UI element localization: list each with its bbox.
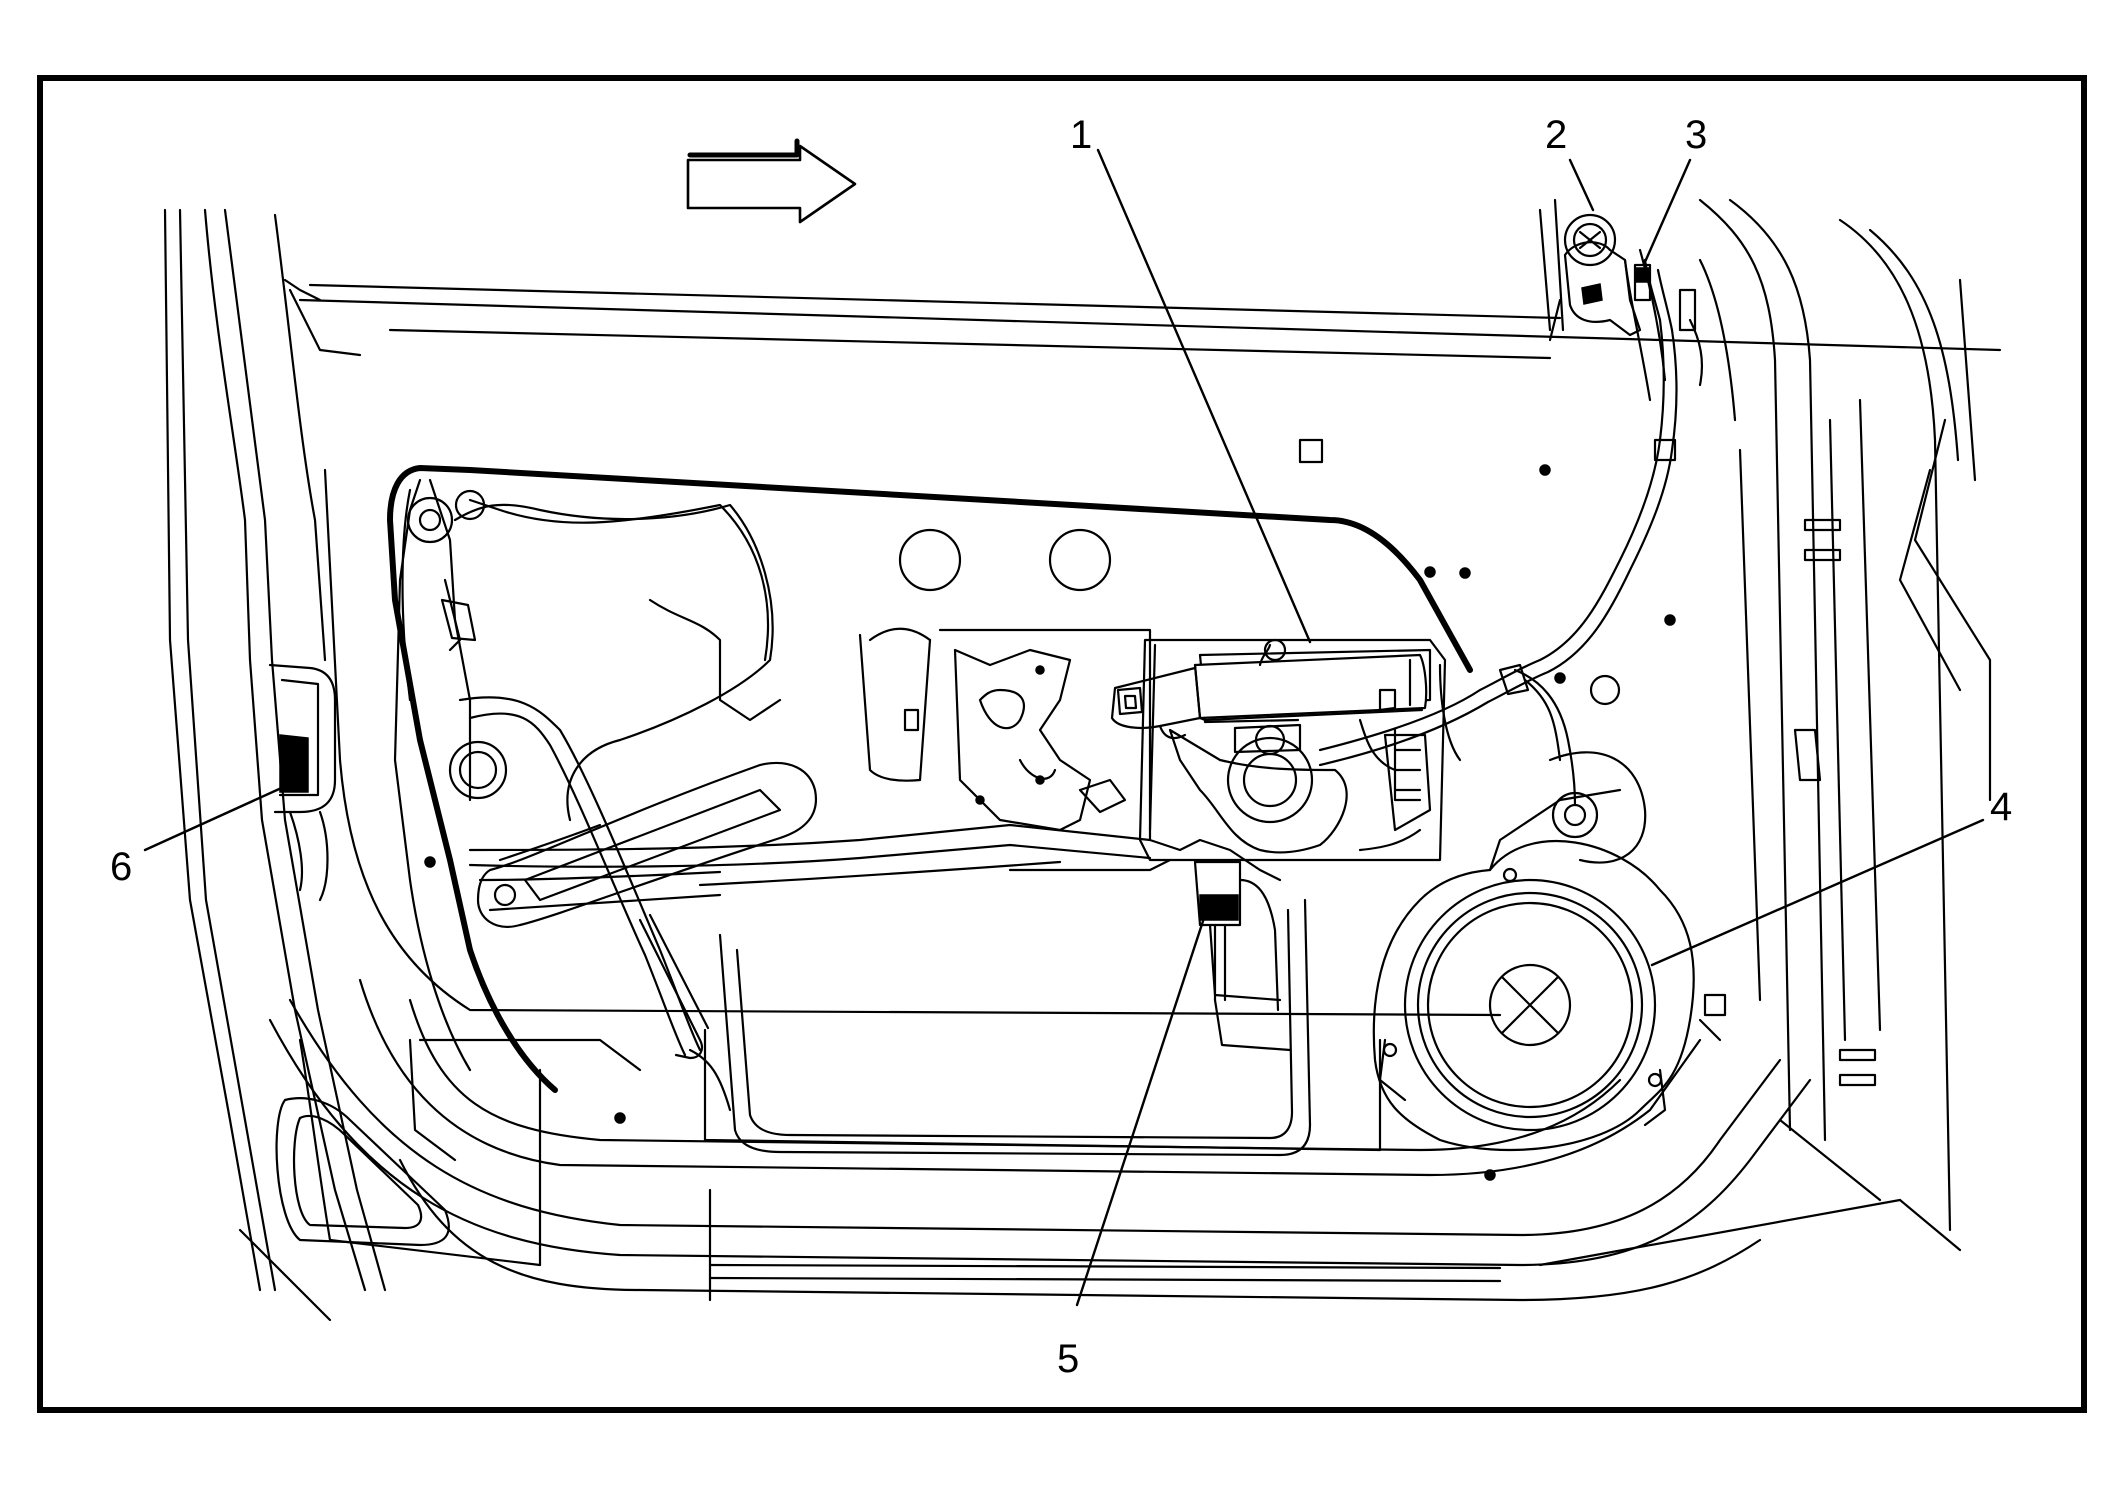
arrow-right-outline-icon (686, 138, 857, 224)
callout-leaders (143, 148, 1985, 1307)
harness-connector-lower (1193, 860, 1280, 1012)
door-wiring-harness (1318, 248, 1678, 807)
callout-1: 1 (1070, 113, 1092, 157)
leader-5 (1075, 913, 1207, 1307)
diagram-frame (37, 75, 2087, 1413)
callout-labels: 1 2 3 4 5 6 (110, 113, 2012, 1381)
speaker-harness-grommet (1298, 438, 1877, 1181)
callout-5: 5 (1057, 1337, 1079, 1381)
callout-2: 2 (1545, 113, 1567, 157)
module-carrier-plate (387, 465, 1473, 1093)
callout-6: 6 (110, 845, 132, 889)
window-regulator-track (458, 598, 818, 1112)
harness-grommet-area (1548, 213, 1737, 422)
leader-2 (1568, 158, 1595, 212)
leader-1 (1096, 148, 1312, 644)
door-speaker (1372, 788, 1695, 1152)
callout-4: 4 (1990, 785, 2012, 829)
leader-6 (143, 783, 290, 852)
door-outer-shell (163, 198, 2002, 1322)
leader-4 (1650, 818, 1985, 967)
window-regulator-motor (1110, 638, 1462, 862)
leader-3 (1643, 158, 1692, 264)
regulator-mechanism (468, 627, 1282, 912)
door-inner-trim (275, 468, 1702, 1267)
callout-3: 3 (1685, 113, 1707, 157)
latch-pillar (268, 663, 626, 1124)
